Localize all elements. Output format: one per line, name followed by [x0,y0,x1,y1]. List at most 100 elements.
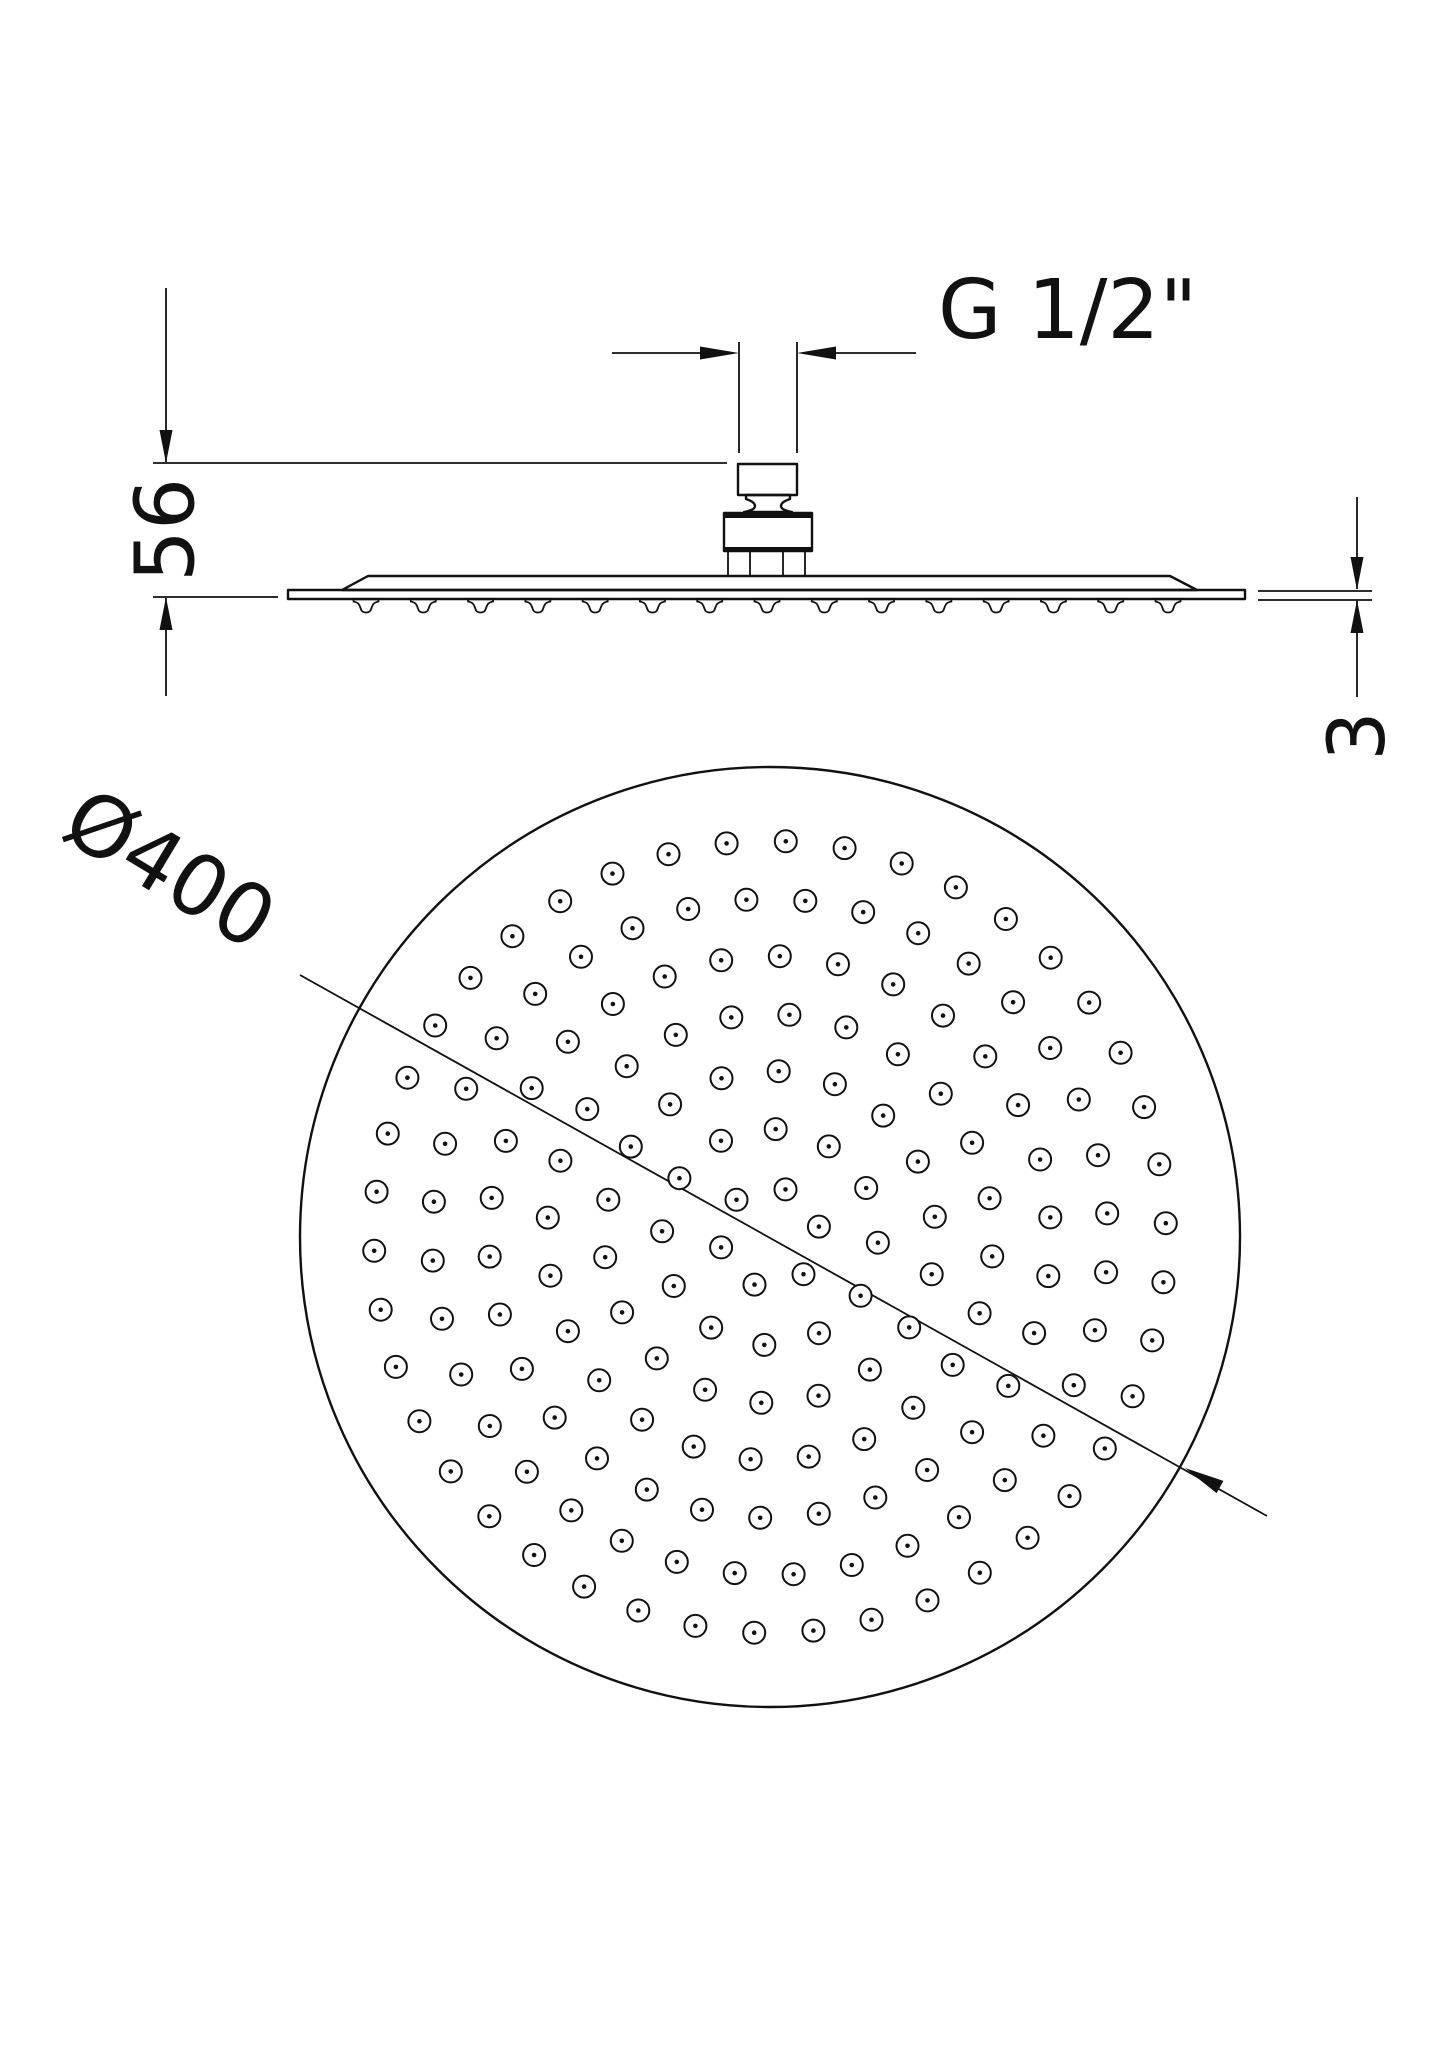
nozzle-profile [1154,598,1182,614]
spray-hole-dot [875,1240,881,1245]
spray-hole-dot [977,1311,982,1316]
spray-hole-dot [718,1138,724,1144]
spray-hole-dot [1092,1327,1098,1333]
head-dome-profile [340,574,1199,592]
thickness-dim-label: 3 [1313,711,1403,761]
connector-waist [742,493,794,514]
spray-hole-dot [644,1487,650,1492]
spray-hole-dot [1046,1273,1051,1279]
spray-hole-dot [510,933,515,939]
spray-hole-dot [783,839,789,844]
spray-hole-dot [966,961,971,966]
nozzle-profile [868,598,895,614]
spray-hole-dot [816,1511,822,1516]
spray-hole-dot [1010,999,1016,1005]
spray-hole-dot [748,1456,753,1462]
spray-hole-dot [873,1495,878,1500]
thread-dim-label: G 1/2" [938,263,1197,358]
spray-hole-dot [702,1387,708,1393]
spray-hole-dot [602,1254,608,1260]
spray-hole-dot [925,1598,930,1603]
spray-hole-dot [624,1063,629,1069]
spray-hole-dot [489,1195,495,1201]
spray-hole-dot [940,1013,946,1018]
spray-hole-dot [487,1423,493,1429]
diameter-leader-line [299,974,1268,1517]
spray-hole-dot [803,898,808,904]
spray-hole-dot [1003,916,1009,922]
spray-hole-dot [1161,1280,1166,1285]
spray-hole-dot [529,1085,534,1091]
spray-hole-dot [417,1418,422,1424]
spray-hole-dot [442,1141,448,1147]
nozzle-profile [524,598,552,614]
spray-hole-dot [724,841,729,846]
spray-hole-dot [773,1126,778,1132]
spray-hole-dot [636,1608,641,1613]
spray-hole-dot [751,1630,757,1635]
spray-hole-dot [558,1158,563,1163]
spray-hole-dot [699,1507,705,1512]
nozzle-profile [1040,598,1067,614]
spray-hole-dot [1104,1211,1110,1216]
spray-hole-dot [685,906,691,912]
spray-hole-dot [1002,1477,1008,1483]
spray-hole-dot [832,1081,838,1087]
spray-hole-dot [503,1138,509,1144]
spray-hole-dot [671,1283,677,1289]
spray-hole-dot [1071,1382,1077,1388]
spray-hole-dot [858,1293,863,1299]
spray-hole-dot [666,851,671,857]
spray-hole-dot [801,1271,806,1277]
spray-hole-dot [494,1036,499,1041]
spray-hole-dot [718,1245,724,1250]
spray-hole-dot [654,1356,660,1361]
face-plate-rim [286,588,1247,601]
spray-hole-dot [1086,1000,1092,1005]
dimension-thickness: 3 [1258,497,1403,761]
spray-hole-dot [1076,1097,1082,1102]
spray-hole-dot [734,1197,739,1203]
spray-hole-dot [439,1316,445,1322]
spray-hole-dot [659,1229,665,1234]
spray-hole-dot [732,1570,737,1576]
spray-hole-dot [1157,1162,1162,1167]
spray-hole-dot [880,1113,886,1118]
height-dim-arrow-up-icon [159,597,173,630]
spray-hole-dot [463,1086,469,1092]
spray-hole-dot [581,1584,587,1589]
spray-hole-dot [1130,1394,1135,1399]
spray-hole-dot [1025,1535,1030,1541]
spray-hole-dot [578,954,584,960]
spray-hole-dot [929,1272,934,1277]
spray-hole-dot [596,1378,602,1383]
spray-hole-dot [844,1025,849,1030]
spray-hole-dot [989,1254,995,1259]
spray-hole-dot [987,1196,992,1201]
spray-hole-dot [977,1570,983,1576]
spray-hole-dot [776,1068,781,1074]
spray-hole-dot [405,1075,410,1080]
nozzle-profile [810,598,838,614]
nozzle-profile [925,598,953,614]
spray-hole-dot [867,1367,873,1372]
thickness-dim-arrow-up-icon [1350,600,1364,633]
spray-hole-dot [1149,1338,1155,1343]
spray-hole-dot [863,1185,869,1191]
spray-hole-dot [448,1469,454,1474]
spray-hole-dot [1102,1446,1108,1451]
nozzle-profile [639,598,666,614]
spray-hole-dot [1041,1433,1046,1438]
nozzle-profile [352,598,380,614]
spray-hole-dot [374,1189,379,1194]
nozzle-profile [409,598,437,614]
spray-hole-dot [519,1366,525,1372]
spray-hole-dot [719,1076,724,1081]
spray-hole-dot [691,1444,696,1449]
spray-hole-dot [1048,1215,1053,1220]
spray-hole-dot [565,1328,571,1334]
spray-hole-dot [759,1400,764,1406]
spray-hole-dot [983,1054,988,1059]
